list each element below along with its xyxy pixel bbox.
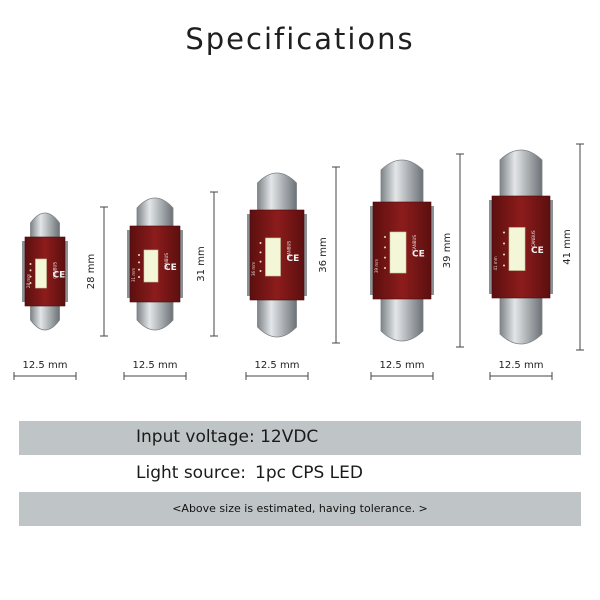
ce-mark: CE — [531, 246, 544, 256]
bulb-bottom-cap — [257, 293, 297, 338]
led-chip — [143, 249, 159, 283]
board-size-text: 39 mm — [374, 259, 379, 273]
light-source-row: Light source: 1pc CPS LED — [19, 458, 581, 490]
resistor-dot — [259, 242, 262, 244]
led-chip — [508, 227, 526, 271]
heatsink-right — [303, 214, 307, 296]
resistor-dot — [138, 254, 140, 256]
bulb-1: CE 28 mm CANBUS 28 mm 12.5 mm — [13, 206, 108, 380]
board-brand-text: CANBUS — [53, 262, 58, 279]
heatsink-right — [64, 241, 68, 302]
heatsink-left — [22, 241, 26, 302]
bulb-bottom-cap — [380, 292, 424, 342]
heatsink-right — [179, 230, 183, 298]
resistor-dot — [503, 253, 505, 256]
led-chip — [265, 237, 281, 277]
resistor-dot — [138, 268, 140, 271]
resistor-dot — [29, 263, 32, 265]
led-chip — [35, 258, 47, 289]
bulb-bottom-cap — [499, 291, 543, 345]
tolerance-note: <Above size is estimated, having toleran… — [172, 502, 428, 515]
length-label: 31 mm — [196, 246, 207, 281]
resistor-dot — [503, 231, 505, 234]
resistor-dot — [384, 256, 386, 259]
bulb-top-cap — [30, 212, 60, 244]
width-label: 12.5 mm — [133, 360, 178, 371]
length-label: 28 mm — [86, 254, 97, 289]
bulb-3: CE 36 mm CANBUS 36 mm 12.5 mm — [245, 166, 340, 380]
resistor-dot — [503, 242, 505, 245]
width-label: 12.5 mm — [380, 360, 425, 371]
input-voltage-text: Input voltage: 12VDC — [136, 427, 319, 447]
heatsink-left — [127, 230, 131, 298]
resistor-dot — [138, 261, 140, 264]
bulb-top-cap — [380, 159, 424, 209]
ce-mark: CE — [287, 254, 300, 264]
heatsink-left — [247, 214, 251, 296]
light-source-label: Light source: — [136, 463, 247, 483]
resistor-dot — [29, 282, 32, 284]
bulb-top-cap — [136, 197, 174, 233]
resistor-dot — [384, 246, 386, 249]
board-brand-text: CANBUS — [287, 241, 292, 258]
board-size-text: 36 mm — [251, 262, 256, 276]
board-size-text: 31 mm — [131, 268, 136, 282]
resistor-dot — [384, 267, 386, 269]
bulb-bottom-cap — [136, 295, 174, 331]
heatsink-left — [489, 200, 493, 294]
resistor-dot — [503, 264, 505, 267]
board-brand-text: CANBUS — [412, 235, 417, 252]
heatsink-right — [549, 200, 553, 294]
resistor-dot — [29, 269, 32, 272]
ce-mark: CE — [53, 271, 66, 281]
board-size-text: 41 mm — [493, 256, 498, 270]
resistor-dot — [259, 260, 262, 263]
resistor-dot — [29, 275, 32, 278]
length-label: 41 mm — [562, 229, 573, 264]
width-label: 12.5 mm — [23, 360, 68, 371]
ce-mark: CE — [164, 263, 177, 273]
board-brand-text: CANBUS — [164, 253, 169, 270]
ce-mark: CE — [412, 250, 425, 260]
bulb-2: CE 31 mm CANBUS 31 mm 12.5 mm — [123, 191, 218, 380]
tolerance-note-band: <Above size is estimated, having toleran… — [19, 492, 581, 526]
led-chip — [389, 231, 407, 274]
board-brand-text: CANBUS — [531, 230, 536, 247]
width-label: 12.5 mm — [499, 360, 544, 371]
heatsink-left — [370, 206, 374, 295]
board-size-text: 28 mm — [26, 274, 31, 288]
bulb-5: CE 41 mm CANBUS 41 mm 12.5 mm — [489, 143, 584, 380]
page-title: Specifications — [185, 22, 415, 56]
bulb-top-cap — [499, 149, 543, 203]
length-label: 39 mm — [442, 233, 453, 268]
length-label: 36 mm — [318, 237, 329, 272]
pcb-board — [24, 236, 66, 307]
resistor-dot — [259, 270, 262, 272]
width-label: 12.5 mm — [255, 360, 300, 371]
resistor-dot — [259, 251, 262, 254]
heatsink-right — [430, 206, 434, 295]
bulb-top-cap — [257, 172, 297, 217]
input-voltage-band: Input voltage: 12VDC — [19, 421, 581, 455]
light-source-value: 1pc CPS LED — [255, 463, 363, 483]
resistor-dot — [138, 276, 140, 278]
resistor-dot — [384, 236, 386, 238]
bulb-bottom-cap — [30, 299, 60, 331]
bulb-4: CE 39 mm CANBUS 39 mm 12.5 mm — [370, 153, 464, 380]
